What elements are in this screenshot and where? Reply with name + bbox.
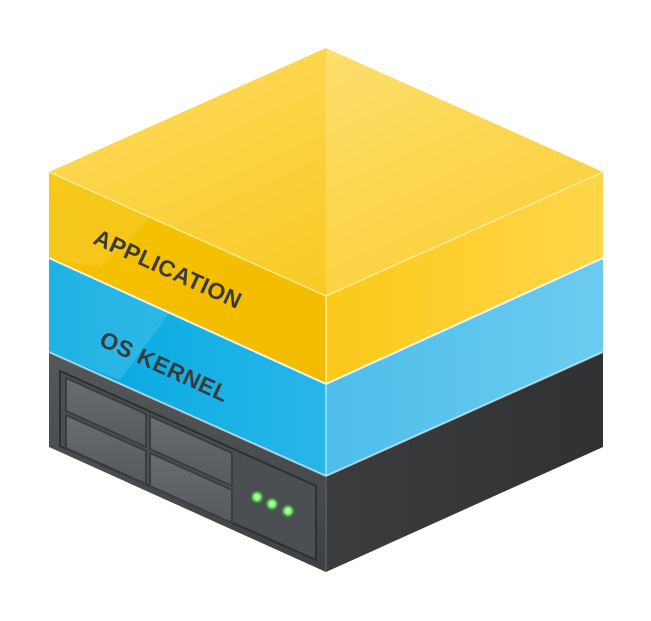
os-kernel-layer: OS KERNEL [48, 258, 604, 477]
os-kernel-left-face [49, 258, 326, 476]
status-led [250, 490, 264, 504]
server-layer [49, 352, 603, 572]
status-led [281, 504, 295, 518]
drive-bay [149, 451, 233, 525]
application-right-face [326, 172, 603, 384]
os-kernel-right-face [326, 258, 603, 476]
drive-bay [149, 414, 233, 488]
drive-bay [65, 376, 147, 449]
status-led [265, 497, 279, 511]
server-right-face [326, 352, 603, 572]
status-leds [250, 490, 295, 518]
application-layer: APPLICATION [48, 48, 604, 385]
application-left-face [49, 172, 326, 384]
drive-bay [65, 413, 147, 486]
